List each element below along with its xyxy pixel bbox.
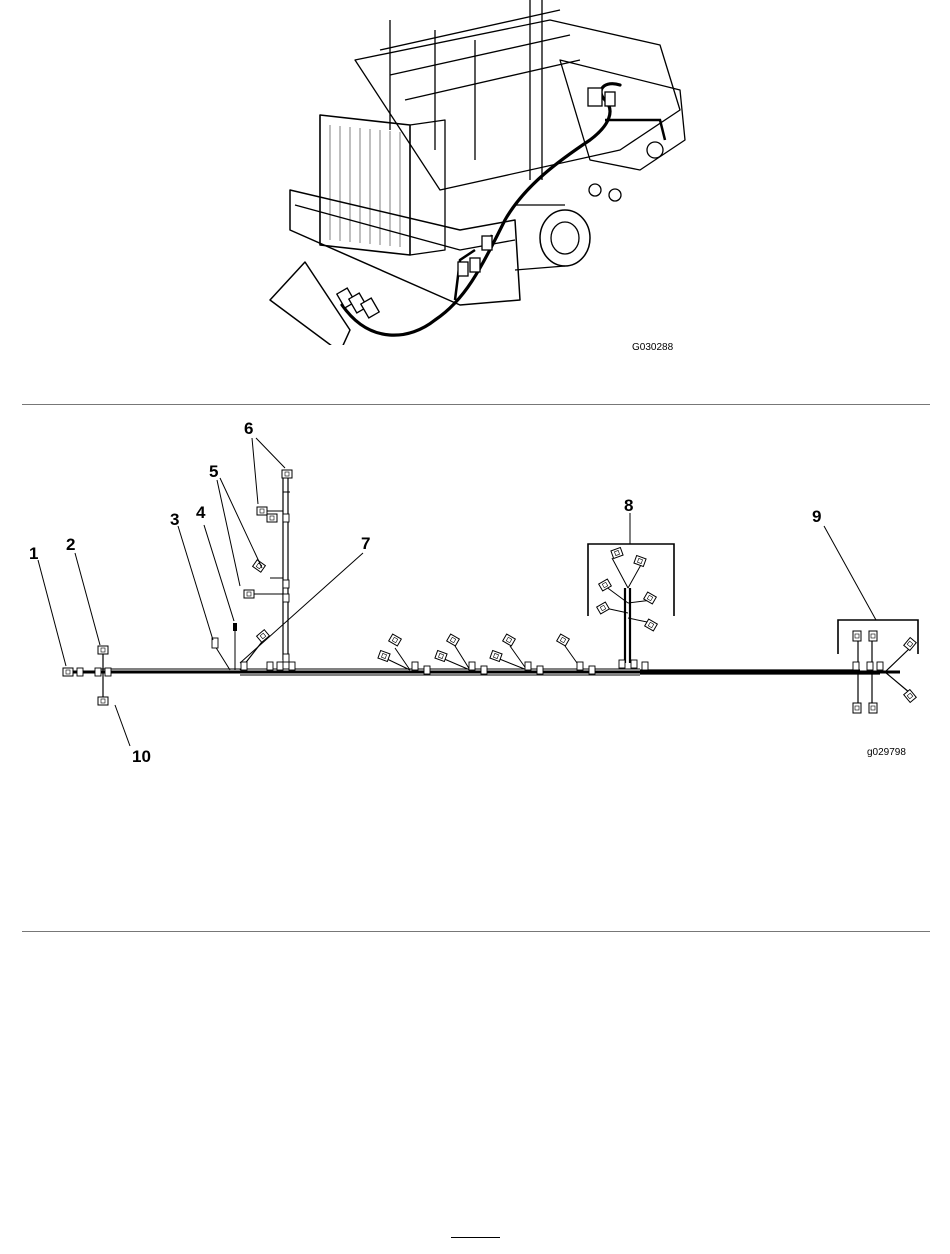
callout-8: 8 (624, 496, 633, 515)
branch-8-trunk (625, 588, 630, 663)
section-divider-top (22, 404, 930, 405)
axle-housing (540, 210, 590, 266)
leader-10 (115, 705, 130, 746)
machine-frame-illustration (260, 0, 700, 345)
leader-1 (38, 560, 66, 666)
leader-6 (252, 438, 285, 504)
mounting-plate (270, 262, 350, 345)
figure-code-harness: g029798 (867, 747, 906, 758)
leader-3 (178, 526, 213, 640)
callout-6: 6 (244, 419, 253, 438)
connectors (63, 470, 916, 713)
connector-cluster-front (337, 88, 615, 318)
section-divider-bottom (22, 931, 930, 932)
trunk-clips (77, 514, 883, 676)
callout-4: 4 (196, 503, 206, 522)
callout-9: 9 (812, 507, 821, 526)
rear-frame (560, 60, 685, 170)
frame-upper-rail (355, 20, 680, 190)
leader-2 (75, 553, 100, 645)
branch-6-trunk (283, 478, 288, 660)
radiator-side (410, 120, 445, 255)
leader-5 (217, 478, 262, 586)
callout-1: 1 (29, 544, 38, 563)
frame-post (530, 0, 542, 180)
callout-10: 10 (132, 747, 151, 766)
bracket-9 (838, 620, 918, 654)
figure-code-top: G030288 (632, 342, 673, 353)
frame-crossbar (380, 10, 580, 100)
callout-7: 7 (361, 534, 370, 553)
frame-upright (390, 20, 475, 160)
radiator (320, 115, 410, 255)
callout-5: 5 (209, 462, 218, 481)
callout-2: 2 (66, 535, 75, 554)
footer-rule (451, 1237, 500, 1238)
radiator-fins (330, 125, 400, 247)
leader-9 (824, 526, 876, 620)
callout-3: 3 (170, 510, 179, 529)
wiring-harness-diagram: 1 2 3 4 5 6 7 8 9 10 (0, 408, 950, 778)
